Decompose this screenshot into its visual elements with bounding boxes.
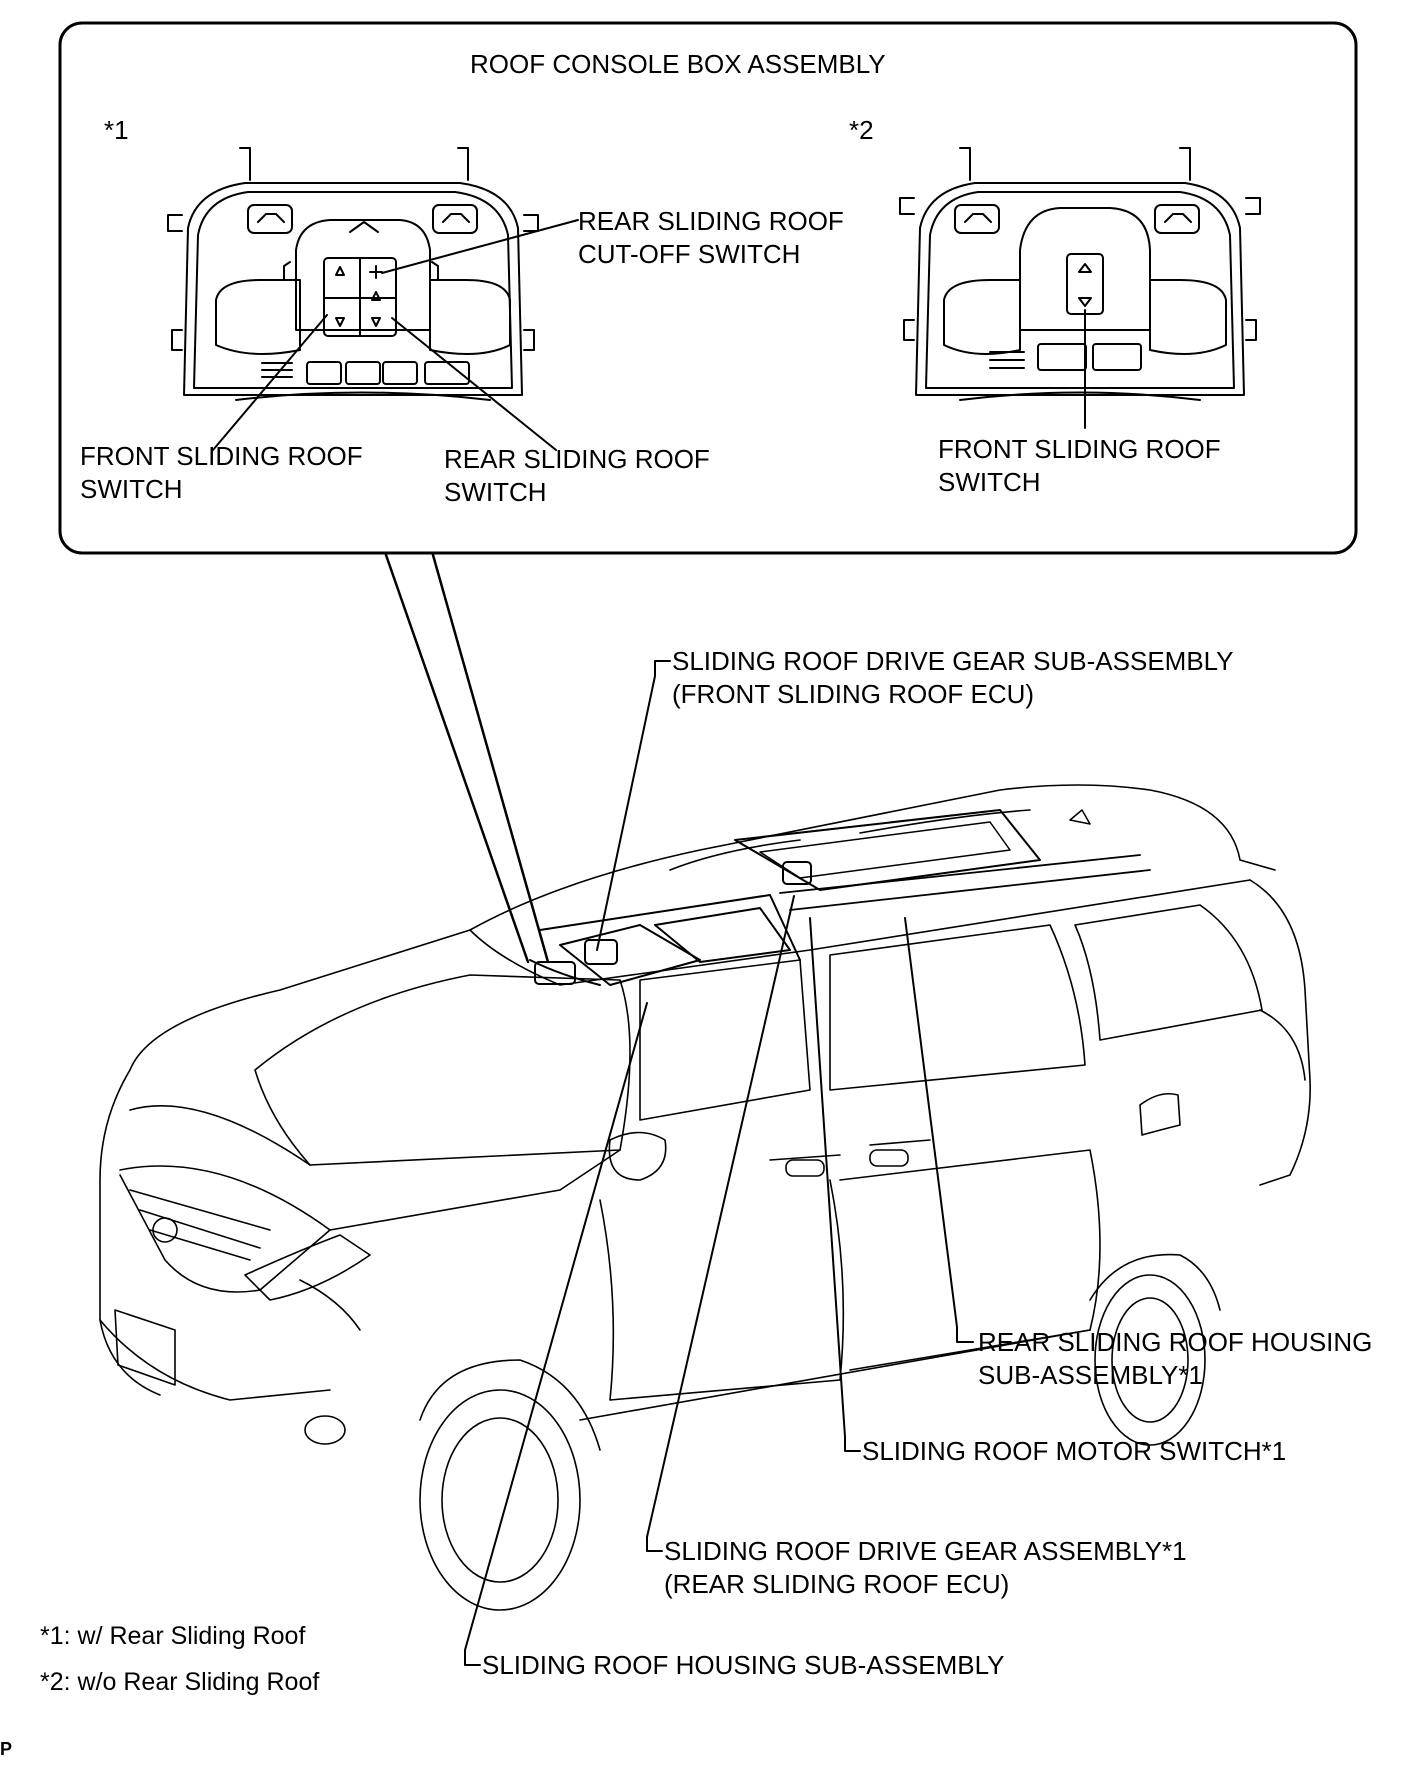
- drive-gear-assembly-label-line2: (REAR SLIDING ROOF ECU): [664, 1569, 1010, 1599]
- front-switch-2-label-line2: SWITCH: [938, 467, 1041, 497]
- motor-switch-label: SLIDING ROOF MOTOR SWITCH*1: [862, 1436, 1287, 1466]
- inset-pointer-lines: [384, 553, 550, 964]
- footnote-2: *2: w/o Rear Sliding Roof: [40, 1668, 320, 1696]
- console-without-rear-roof: [899, 147, 1261, 401]
- inset-frame: [58, 21, 1358, 555]
- housing-sub-label: SLIDING ROOF HOUSING SUB-ASSEMBLY: [482, 1650, 1005, 1680]
- front-switch-2-label-line1: FRONT SLIDING ROOF: [938, 434, 1221, 464]
- rear-housing-label-line2: SUB-ASSEMBLY*1: [978, 1360, 1203, 1390]
- rear-switch-label-line2: SWITCH: [444, 477, 547, 507]
- footnote-1: *1: w/ Rear Sliding Roof: [40, 1622, 306, 1650]
- corner-mark: P: [0, 1739, 13, 1759]
- rear-housing-label-line1: REAR SLIDING ROOF HOUSING: [978, 1327, 1373, 1357]
- drive-gear-sub-label-line2: (FRONT SLIDING ROOF ECU): [672, 679, 1035, 709]
- front-switch-1-label-line2: SWITCH: [80, 474, 183, 504]
- rear-cutoff-switch-label-line1: REAR SLIDING ROOF: [578, 206, 844, 236]
- minivan-illustration: [99, 784, 1311, 1611]
- front-switch-1-label-line1: FRONT SLIDING ROOF: [80, 441, 363, 471]
- variant-1-marker: *1: [104, 115, 129, 145]
- drive-gear-assembly-label-line1: SLIDING ROOF DRIVE GEAR ASSEMBLY*1: [664, 1536, 1187, 1566]
- rear-cutoff-switch-label-line2: CUT-OFF SWITCH: [578, 239, 801, 269]
- console-with-rear-roof: [167, 147, 539, 401]
- car-leader-lines: [464, 660, 974, 1666]
- inset-title: ROOF CONSOLE BOX ASSEMBLY: [470, 49, 886, 79]
- inset-leader-lines: [212, 219, 1086, 451]
- variant-2-marker: *2: [849, 115, 874, 145]
- drive-gear-sub-label-line1: SLIDING ROOF DRIVE GEAR SUB-ASSEMBLY: [672, 646, 1234, 676]
- rear-switch-label-line1: REAR SLIDING ROOF: [444, 444, 710, 474]
